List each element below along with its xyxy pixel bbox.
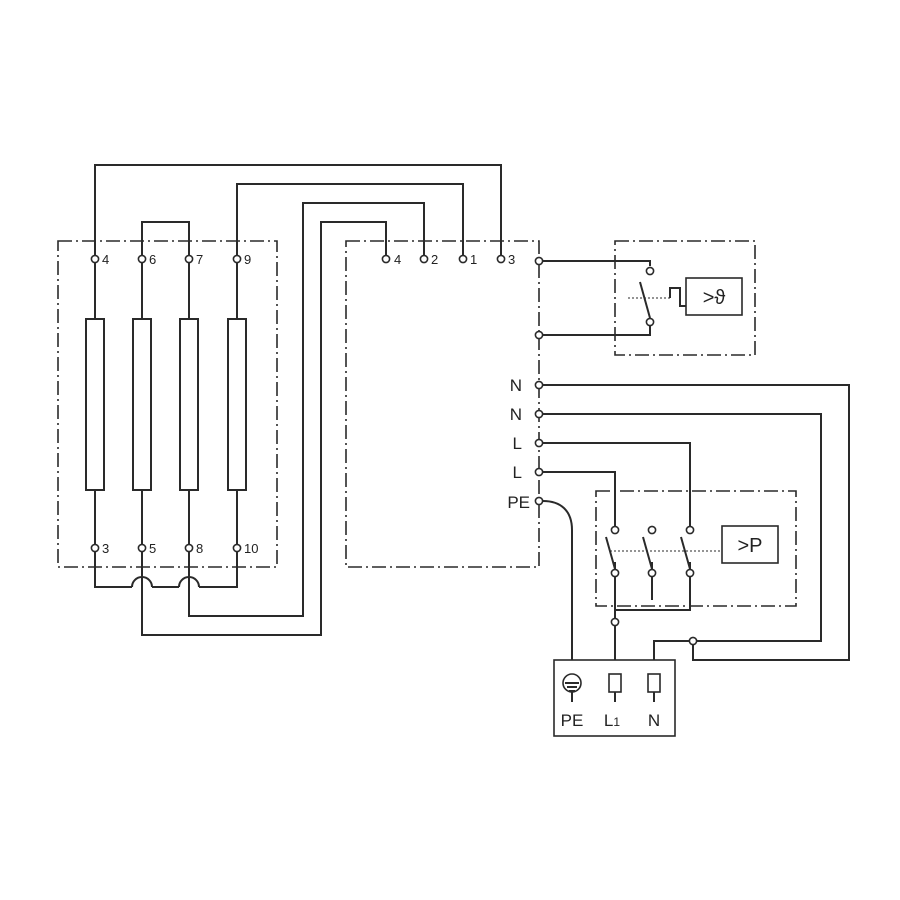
heater-terminal-label-6: 6 bbox=[149, 252, 156, 267]
pressure-switch-outline bbox=[595, 490, 797, 607]
heater-terminal-5 bbox=[137, 543, 147, 553]
thermostat-symbol: >ϑ bbox=[703, 287, 726, 309]
wire-heater9-control1 bbox=[236, 183, 464, 255]
mains-label-pe: PE bbox=[561, 711, 584, 730]
heater-terminal-7 bbox=[184, 254, 194, 264]
heating-element-3 bbox=[179, 318, 199, 491]
wire-l2-pressure bbox=[543, 471, 616, 526]
supply-terminal-n2 bbox=[534, 409, 544, 419]
thermostat-actuator bbox=[669, 287, 686, 307]
pressure-symbol-box bbox=[721, 525, 779, 564]
heater-leads-top bbox=[94, 263, 238, 319]
bridge-6-7 bbox=[141, 221, 190, 255]
supply-label-l1: L bbox=[513, 434, 522, 453]
wire-n2-to-mains-n bbox=[543, 413, 822, 675]
control-terminal-label-4: 4 bbox=[394, 252, 401, 267]
control-terminal-3 bbox=[496, 254, 506, 264]
heater-terminal-label-3: 3 bbox=[102, 541, 109, 556]
pressure-contact-3-bottom bbox=[685, 568, 695, 578]
pressure-switch-stubs bbox=[614, 562, 691, 569]
mains-label-l1-letter: L bbox=[604, 711, 613, 730]
heater-terminal-4 bbox=[90, 254, 100, 264]
supply-label-l2: L bbox=[513, 463, 522, 482]
control-terminal-label-3: 3 bbox=[508, 252, 515, 267]
pressure-contact-1-top bbox=[610, 525, 620, 535]
wire-bottom-bus-left bbox=[94, 552, 132, 588]
supply-terminal-n1 bbox=[534, 380, 544, 390]
pressure-switch-unit: >P bbox=[595, 490, 797, 607]
heater-terminal-label-10: 10 bbox=[244, 541, 258, 556]
pressure-contact-2-bottom bbox=[647, 568, 657, 578]
heater-terminal-3 bbox=[90, 543, 100, 553]
wire-n1-loop bbox=[543, 384, 850, 661]
wire-heater4-control3 bbox=[94, 164, 502, 255]
control-block: 4 2 1 3 N N L L PE bbox=[345, 240, 544, 568]
thermostat-link-terminal-bottom bbox=[534, 330, 544, 340]
pressure-contact-1-bottom bbox=[610, 568, 620, 578]
heater-terminal-10 bbox=[232, 543, 242, 553]
heating-element-2 bbox=[132, 318, 152, 491]
wire-pressure-3-bus bbox=[615, 577, 691, 611]
supply-wires bbox=[542, 384, 850, 675]
thermostat-symbol-box bbox=[685, 277, 743, 316]
wire-pe bbox=[542, 500, 573, 675]
supply-label-n2: N bbox=[510, 405, 522, 424]
mains-label-l1-sub: 1 bbox=[613, 715, 620, 729]
heater-terminal-6 bbox=[137, 254, 147, 264]
thermostat-outline bbox=[614, 240, 756, 356]
control-terminal-label-1: 1 bbox=[470, 252, 477, 267]
mains-label-l1: L1 bbox=[604, 711, 620, 730]
wire-heater8-control2 bbox=[188, 202, 425, 617]
thermostat-unit: >ϑ bbox=[543, 240, 756, 356]
fuse-l1-icon bbox=[608, 673, 622, 693]
control-terminal-2 bbox=[419, 254, 429, 264]
heating-element-1 bbox=[85, 318, 105, 491]
supply-terminal-l1 bbox=[534, 438, 544, 448]
pressure-switch-blades bbox=[605, 536, 691, 570]
heating-element-4 bbox=[227, 318, 247, 491]
pressure-contact-3-top bbox=[685, 525, 695, 535]
heater-terminal-label-4: 4 bbox=[102, 252, 109, 267]
wire-thermostat-bottom bbox=[543, 326, 651, 336]
heater-terminal-label-5: 5 bbox=[149, 541, 156, 556]
heater-terminal-9 bbox=[232, 254, 242, 264]
fuse-n-icon bbox=[647, 673, 661, 693]
thermostat-contact-bottom bbox=[645, 317, 655, 327]
pressure-symbol: >P bbox=[737, 535, 762, 557]
supply-label-n1: N bbox=[510, 376, 522, 395]
heater-terminal-8 bbox=[184, 543, 194, 553]
wire-heater5-control4 bbox=[141, 221, 387, 636]
junction-n bbox=[688, 636, 698, 646]
interconnect-wires bbox=[94, 164, 502, 636]
wire-thermostat-top bbox=[543, 260, 651, 266]
earth-icon-lines bbox=[565, 682, 579, 692]
supply-terminal-pe bbox=[534, 496, 544, 506]
pressure-contact-2-top bbox=[647, 525, 657, 535]
thermostat-contact-top bbox=[645, 266, 655, 276]
mains-terminal-block: PE L1 N bbox=[553, 659, 676, 737]
heater-terminal-label-7: 7 bbox=[196, 252, 203, 267]
heater-leads-bottom bbox=[94, 490, 238, 544]
junction-l1 bbox=[610, 617, 620, 627]
control-terminal-4 bbox=[381, 254, 391, 264]
wire-bottom-bus-right bbox=[199, 552, 238, 588]
control-terminal-label-2: 2 bbox=[431, 252, 438, 267]
heater-block-outline bbox=[57, 240, 278, 568]
thermostat-link-terminal-top bbox=[534, 256, 544, 266]
heater-terminal-label-8: 8 bbox=[196, 541, 203, 556]
supply-terminal-l2 bbox=[534, 467, 544, 477]
control-block-outline bbox=[345, 240, 540, 568]
wire-l1-pressure bbox=[543, 442, 691, 526]
supply-label-pe: PE bbox=[507, 493, 530, 512]
thermostat-switch-blade bbox=[639, 281, 651, 319]
control-terminal-1 bbox=[458, 254, 468, 264]
heater-terminal-label-9: 9 bbox=[244, 252, 251, 267]
heater-block: 4 6 7 9 3 5 8 10 bbox=[57, 221, 278, 568]
mains-label-n: N bbox=[648, 711, 660, 730]
